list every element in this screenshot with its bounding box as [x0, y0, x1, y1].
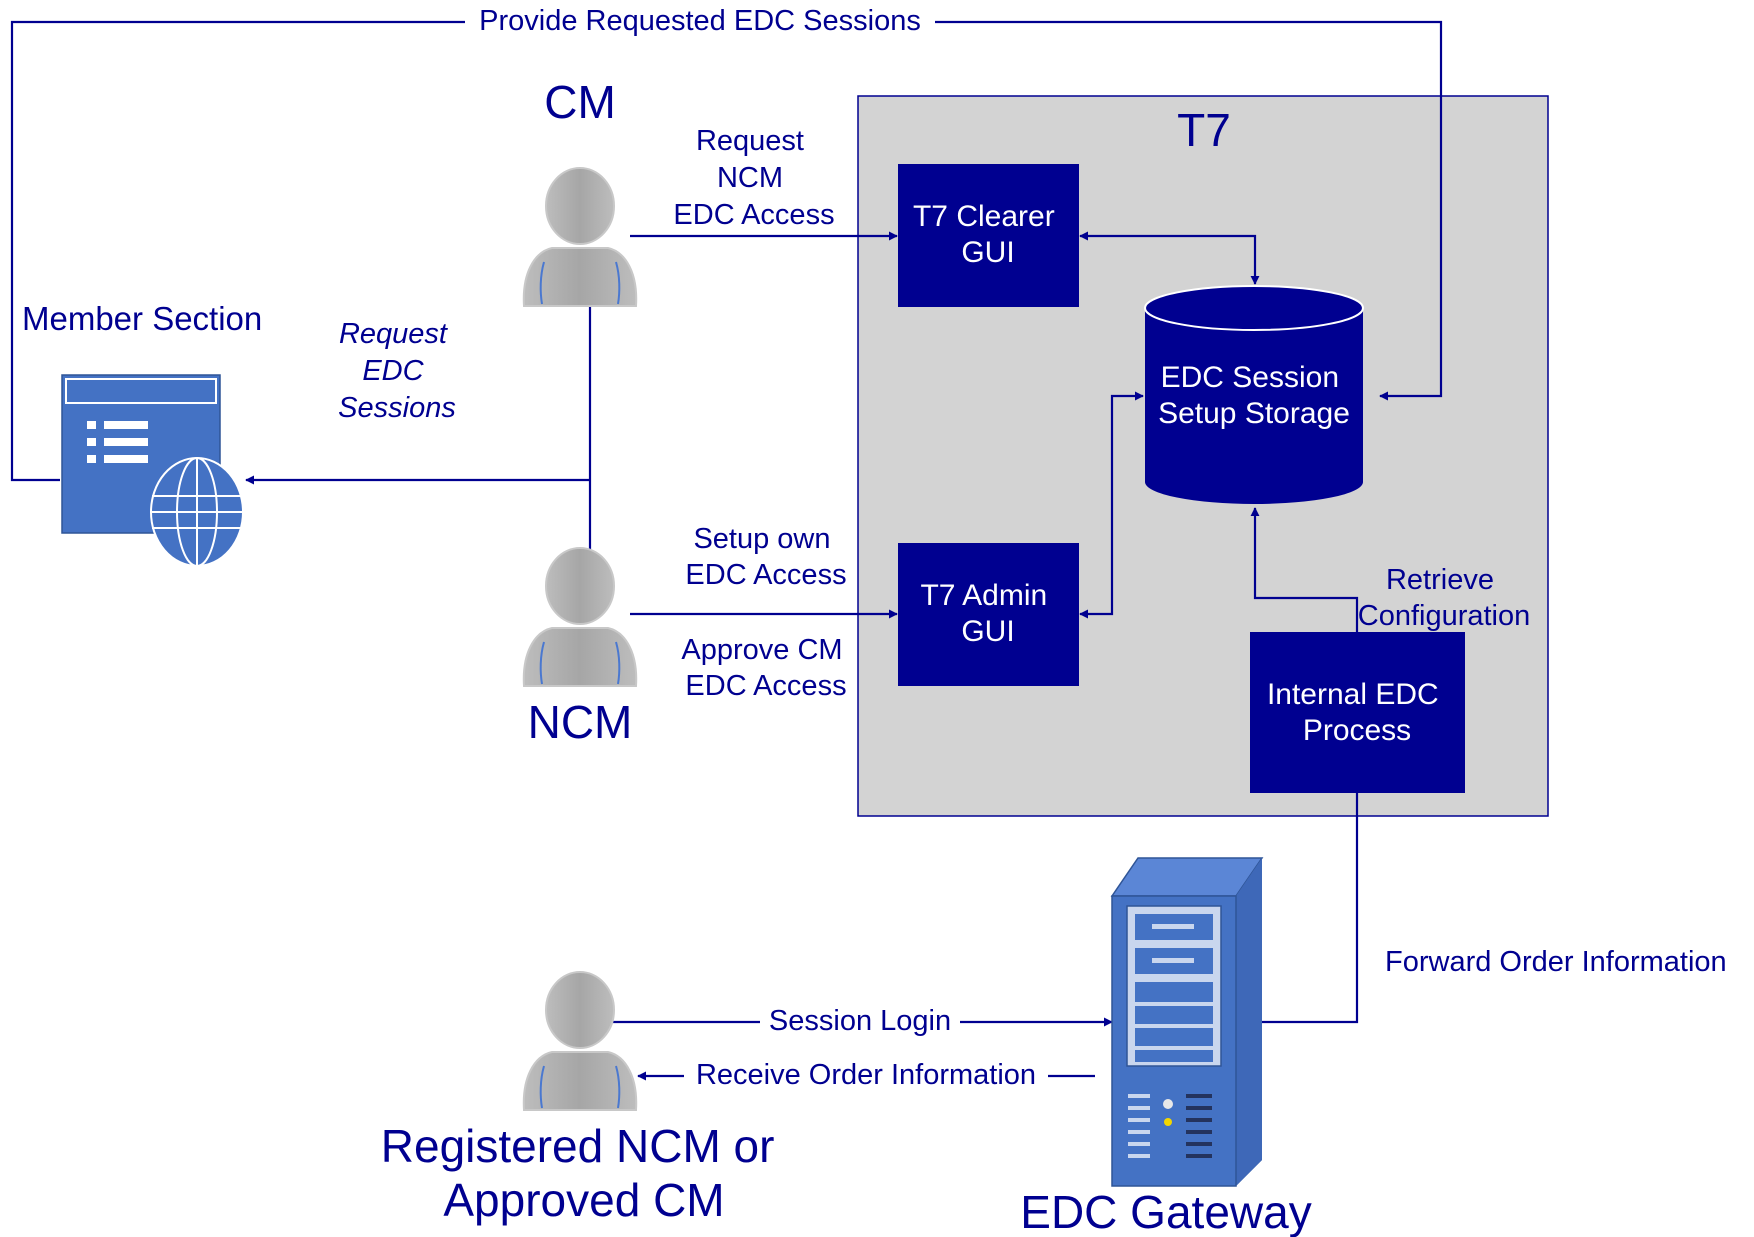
request-ncm-access-label: Request NCM EDC Access	[673, 125, 834, 231]
cm-person-icon	[522, 167, 638, 307]
retrieve-configuration-edge	[1250, 507, 1359, 632]
ncm-person-icon	[522, 547, 638, 687]
cm-label: CM	[544, 76, 616, 128]
registered-label: Registered NCM or Approved CM	[381, 1120, 787, 1226]
session-login-label: Session Login	[769, 1005, 951, 1037]
storage-label: EDC Session Setup Storage	[1158, 361, 1350, 430]
edc-gateway-label: EDC Gateway	[1020, 1186, 1311, 1237]
t7-admin-gui-box	[898, 543, 1079, 686]
provide-sessions-label: Provide Requested EDC Sessions	[479, 5, 921, 37]
forward-order-edge	[1245, 793, 1359, 1027]
setup-own-access-label: Setup own EDC Access	[685, 523, 846, 591]
approve-cm-access-label: Approve CM EDC Access	[681, 634, 850, 702]
retrieve-configuration-label: Retrieve Configuration	[1358, 564, 1531, 632]
t7-admin-gui-label: T7 Admin GUI	[920, 579, 1055, 648]
request-sessions-label: Request EDC Sessions	[338, 318, 456, 424]
server-tower-icon	[1110, 857, 1264, 1187]
ncm-label: NCM	[528, 696, 633, 748]
t7-title: T7	[1177, 104, 1231, 156]
t7-clearer-gui-label: T7 Clearer GUI	[913, 200, 1063, 269]
registered-person-icon	[522, 971, 638, 1111]
web-form-globe-icon	[61, 374, 244, 567]
internal-edc-process-box	[1250, 632, 1465, 793]
receive-order-label: Receive Order Information	[696, 1059, 1036, 1091]
database-cylinder-icon	[1144, 285, 1364, 504]
internal-edc-process-label: Internal EDC Process	[1267, 678, 1447, 747]
member-section-title: Member Section	[22, 300, 262, 337]
t7-clearer-gui-box	[898, 164, 1079, 307]
forward-order-label: Forward Order Information	[1385, 946, 1727, 978]
